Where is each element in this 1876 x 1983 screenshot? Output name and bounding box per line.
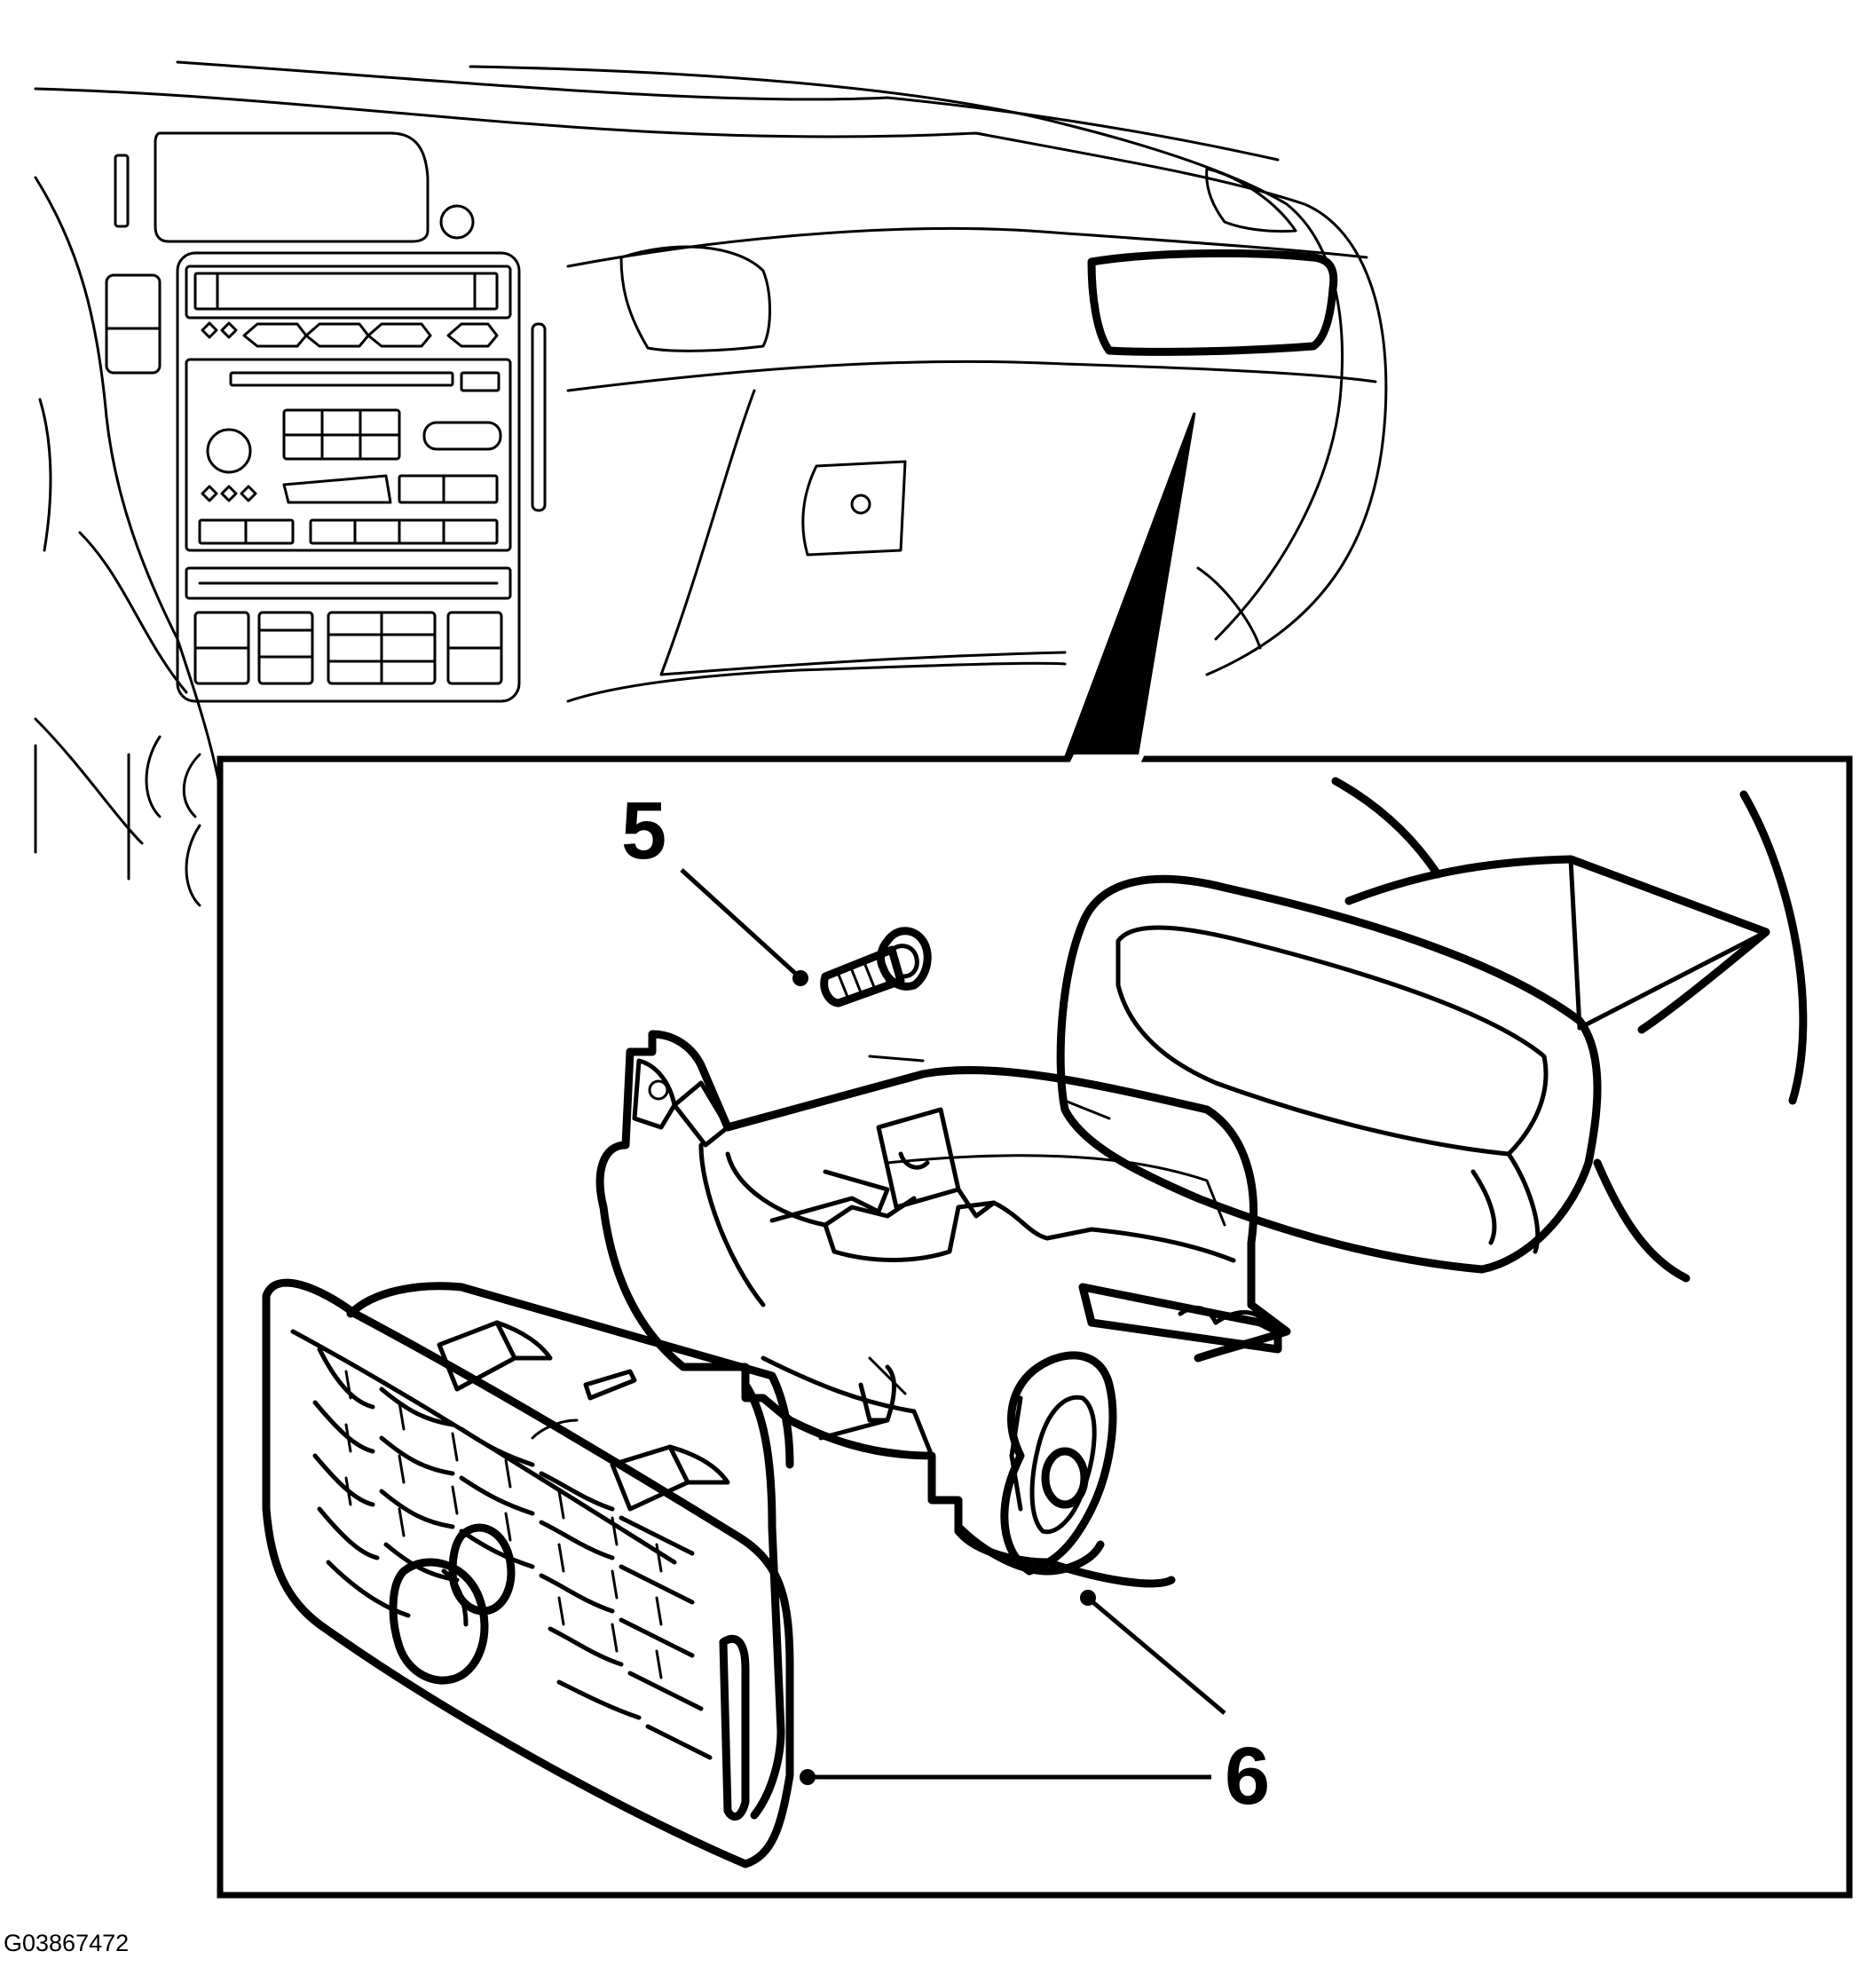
callout-leaders: [680, 868, 1226, 1785]
air-duct: [1056, 777, 1808, 1283]
radio-volume-knob: [206, 428, 252, 474]
leader-5: [680, 868, 800, 978]
dash-side-vent: [619, 245, 771, 352]
dash-slot: [114, 154, 130, 228]
info-display: [154, 131, 430, 243]
vent-grille: [262, 1278, 794, 1868]
callout-5: 5: [621, 786, 666, 876]
detail-view: 5 6: [262, 777, 1808, 1868]
dash-switch-block: [105, 273, 162, 375]
leader-6-upper: [1088, 1598, 1226, 1715]
dashboard-overview: [34, 60, 1388, 907]
passenger-vent-highlight: [1087, 249, 1338, 356]
figure-id: G03867472: [4, 1930, 129, 1956]
wheel-hub: [1041, 1447, 1089, 1509]
detail-pointer: [1060, 412, 1196, 765]
leader-6-upper-dot: [1080, 1590, 1096, 1606]
leader-5-dot: [792, 970, 808, 986]
vent-housing: [595, 1030, 1291, 1588]
glovebox-latch: [801, 460, 907, 557]
center-stack: [176, 251, 521, 703]
dash-knob-small: [439, 204, 475, 240]
leader-6-lower-dot: [800, 1769, 816, 1785]
dash-side-slot: [531, 322, 547, 512]
screw: [820, 927, 932, 1007]
vent-knob: [389, 1558, 489, 1685]
adjustment-wheel: [954, 1351, 1117, 1576]
callout-6: 6: [1225, 1731, 1270, 1821]
detail-frame: [217, 755, 1853, 1899]
